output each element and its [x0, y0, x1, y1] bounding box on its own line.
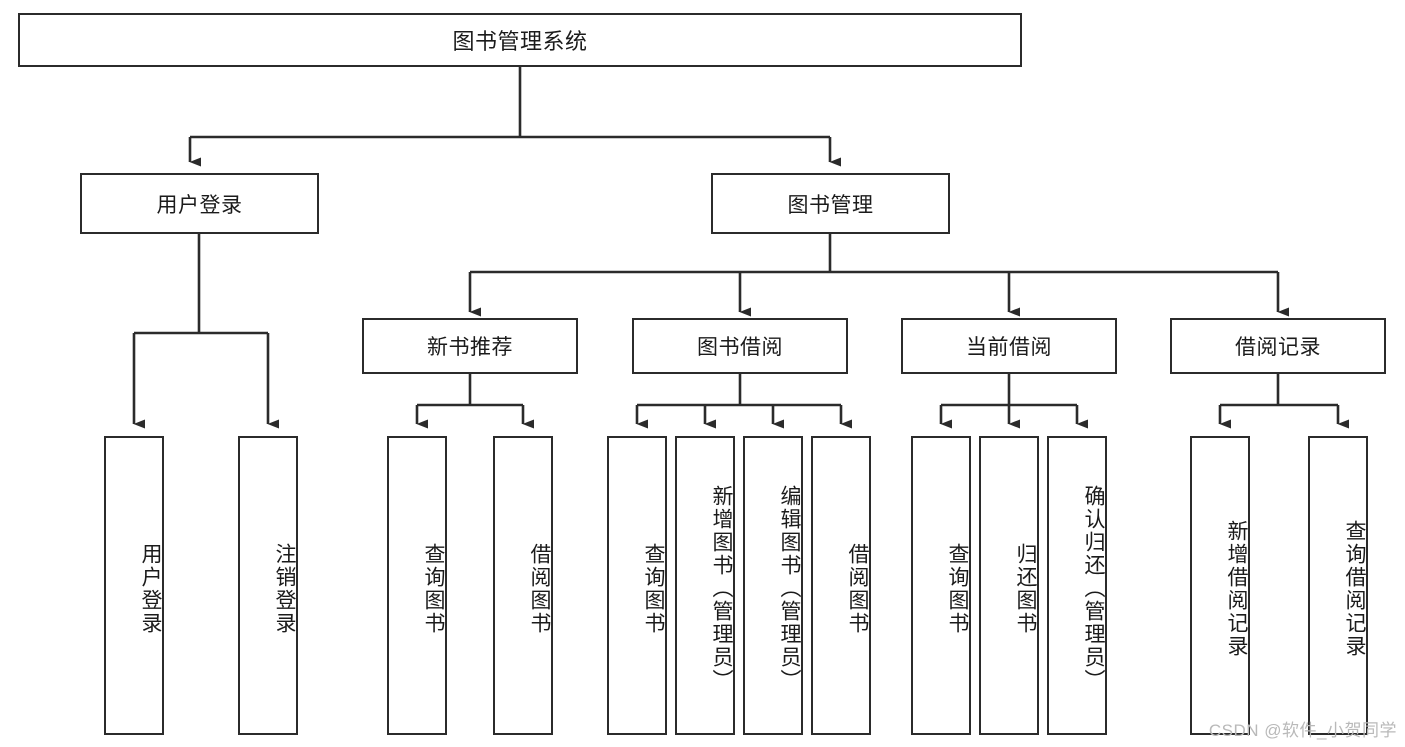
csdn-watermark: CSDN @软件_小贺同学	[1208, 721, 1397, 740]
node-root[interactable]: 图书管理系统	[18, 13, 1022, 67]
leaf-current-return-book-label: 归还图书	[1014, 542, 1037, 635]
node-book-management[interactable]: 图书管理	[711, 173, 950, 234]
leaf-borrow-borrow-book[interactable]: 借阅图书	[811, 436, 871, 735]
leaf-current-return-book[interactable]: 归还图书	[979, 436, 1039, 735]
node-new-book-recommend[interactable]: 新书推荐	[362, 318, 578, 374]
leaf-borrow-borrow-book-label: 借阅图书	[846, 542, 869, 635]
node-borrow-record-label: 借阅记录	[1235, 336, 1321, 359]
leaf-newbook-query-book-label: 查询图书	[422, 542, 445, 635]
leaf-newbook-query-book[interactable]: 查询图书	[387, 436, 447, 735]
leaf-logout[interactable]: 注销登录	[238, 436, 298, 735]
node-root-label: 图书管理系统	[452, 29, 588, 54]
node-current-borrow[interactable]: 当前借阅	[901, 318, 1117, 374]
leaf-user-login-label: 用户登录	[139, 542, 162, 635]
leaf-borrow-query-book[interactable]: 查询图书	[607, 436, 667, 735]
node-user-login[interactable]: 用户登录	[80, 173, 319, 234]
node-borrow-record[interactable]: 借阅记录	[1170, 318, 1386, 374]
leaf-newbook-borrow-book-label: 借阅图书	[528, 542, 551, 635]
node-book-borrow-label: 图书借阅	[697, 336, 783, 359]
leaf-record-add-record[interactable]: 新增借阅记录	[1190, 436, 1250, 735]
node-current-borrow-label: 当前借阅	[966, 336, 1052, 359]
leaf-record-query-record[interactable]: 查询借阅记录	[1308, 436, 1368, 735]
leaf-logout-label: 注销登录	[273, 542, 296, 635]
leaf-user-login[interactable]: 用户登录	[104, 436, 164, 735]
leaf-borrow-query-book-label: 查询图书	[642, 542, 665, 635]
leaf-record-add-record-label: 新增借阅记录	[1225, 519, 1248, 658]
leaf-current-query-book-label: 查询图书	[946, 542, 969, 635]
node-book-management-label: 图书管理	[787, 193, 874, 217]
node-book-borrow[interactable]: 图书借阅	[632, 318, 848, 374]
node-user-login-label: 用户登录	[156, 193, 243, 217]
leaf-borrow-add-book-admin-label: 新增图书（管理员）	[710, 485, 733, 692]
leaf-current-confirm-return-admin-label: 确认归还（管理员）	[1082, 485, 1105, 692]
leaf-newbook-borrow-book[interactable]: 借阅图书	[493, 436, 553, 735]
leaf-current-confirm-return-admin[interactable]: 确认归还（管理员）	[1047, 436, 1107, 735]
leaf-borrow-edit-book-admin-label: 编辑图书（管理员）	[778, 485, 801, 692]
leaf-record-query-record-label: 查询借阅记录	[1343, 519, 1366, 658]
leaf-current-query-book[interactable]: 查询图书	[911, 436, 971, 735]
leaf-borrow-edit-book-admin[interactable]: 编辑图书（管理员）	[743, 436, 803, 735]
node-new-book-recommend-label: 新书推荐	[427, 336, 513, 359]
leaf-borrow-add-book-admin[interactable]: 新增图书（管理员）	[675, 436, 735, 735]
